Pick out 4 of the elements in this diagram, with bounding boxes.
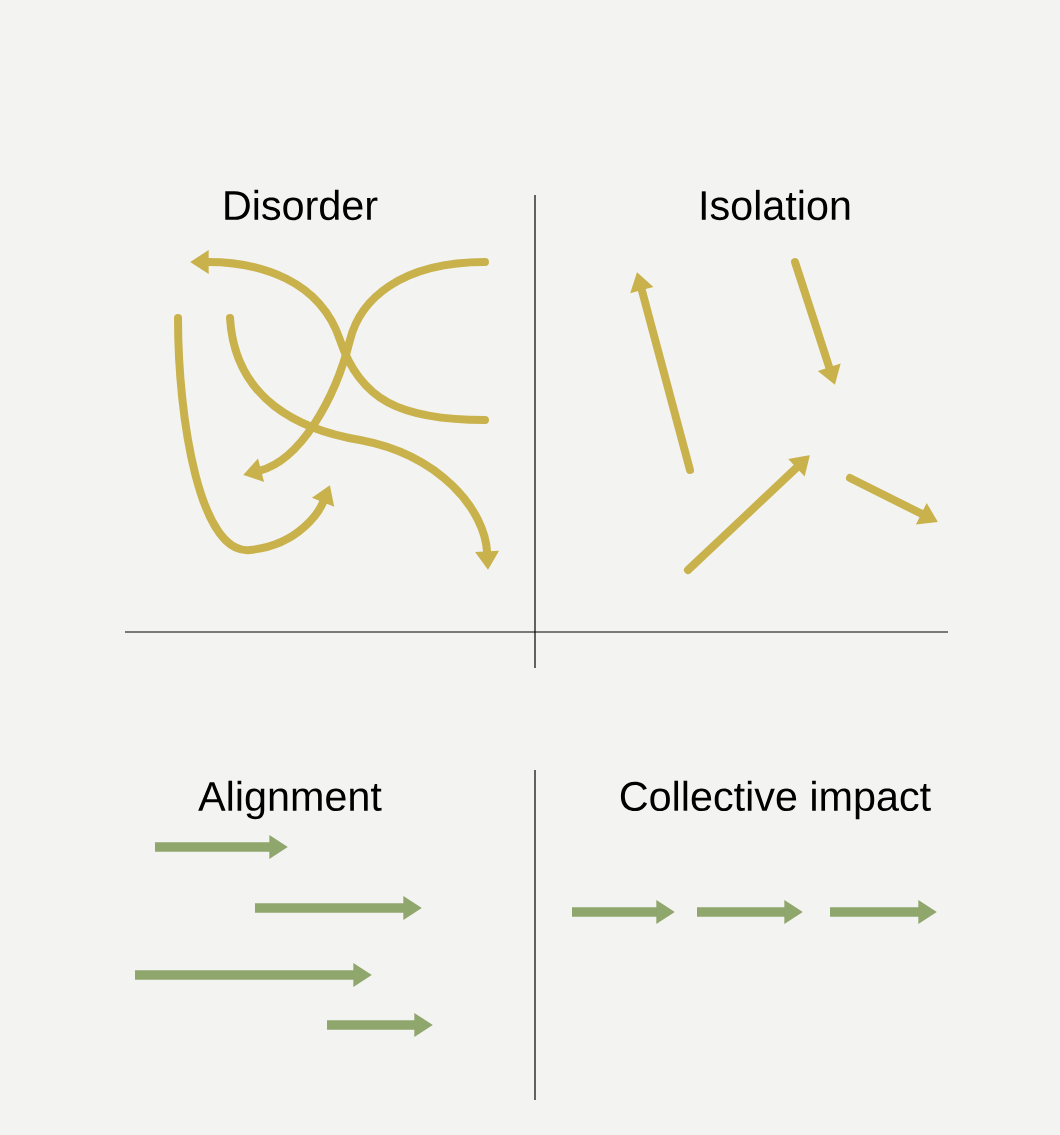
quadrant-title: Alignment <box>198 780 382 820</box>
quadrant-title: Isolation <box>701 189 850 221</box>
quadrant-title: Disorder <box>225 189 378 221</box>
quadrant-title: Collective impact <box>620 780 931 820</box>
